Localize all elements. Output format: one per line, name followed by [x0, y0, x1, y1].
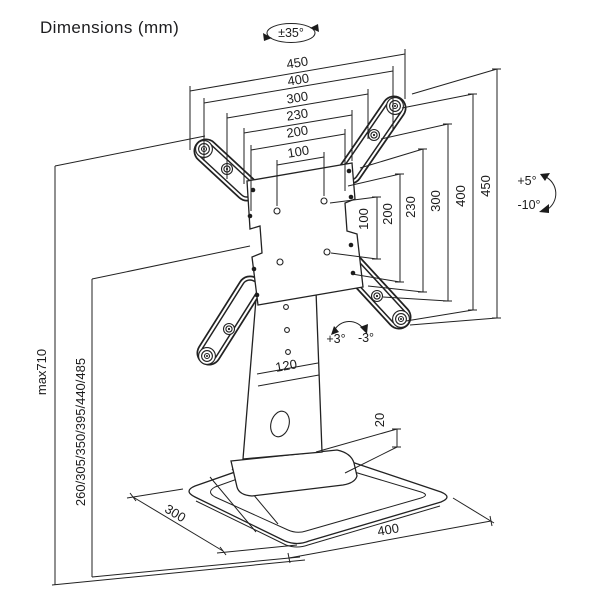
dim-base: 120 20 300 400 [126, 356, 495, 564]
column-foot [230, 449, 358, 497]
dim-width-230: 230 [285, 105, 309, 123]
dim-width-100: 100 [286, 142, 310, 160]
tilt-arrow-icon [545, 176, 557, 210]
dim-height-200: 200 [380, 203, 395, 225]
level-indicator: +3° -3° [326, 321, 374, 346]
tilt-indicator: +5° -10° [517, 173, 557, 213]
dim-right-heights: 100 200 230 300 400 450 [329, 68, 501, 326]
level-arrow-icon [333, 321, 365, 332]
dim-width-300: 300 [285, 88, 309, 106]
support-column [242, 290, 323, 460]
height-positions-label: 260/305/350/395/440/485 [73, 358, 88, 506]
arm-grommets [195, 97, 410, 365]
dim-top-widths: 450 400 300 230 200 100 [189, 49, 406, 211]
column-width-label: 120 [274, 356, 298, 375]
dim-height-230: 230 [403, 196, 418, 218]
dim-height-450: 450 [478, 175, 493, 197]
cable-hole [270, 410, 290, 438]
base-thickness-label: 20 [372, 413, 387, 427]
base-depth-label: 300 [162, 501, 188, 525]
dim-width-450: 450 [285, 53, 309, 71]
dim-height-100: 100 [356, 208, 371, 230]
dim-height-400: 400 [453, 185, 468, 207]
level-minus-label: -3° [358, 331, 374, 345]
dim-width-400: 400 [286, 70, 310, 88]
base-plate [188, 448, 448, 548]
base-thickness-edge [195, 500, 441, 548]
swivel-angle-label: ±35° [278, 26, 304, 40]
dim-height-300: 300 [428, 190, 443, 212]
base-width-label: 400 [376, 520, 400, 539]
vesa-plate [246, 162, 364, 306]
dim-left-heights: max710 260/305/350/395/440/485 [34, 135, 306, 586]
swivel-arrow-icon [266, 23, 316, 43]
tilt-down-label: -10° [517, 198, 540, 212]
tilt-up-label: +5° [517, 174, 536, 188]
page-title: Dimensions (mm) [40, 18, 179, 37]
max-height-label: max710 [34, 349, 49, 395]
level-plus-label: +3° [326, 332, 345, 346]
dim-width-200: 200 [285, 122, 309, 140]
swivel-indicator: ±35° [263, 23, 319, 43]
